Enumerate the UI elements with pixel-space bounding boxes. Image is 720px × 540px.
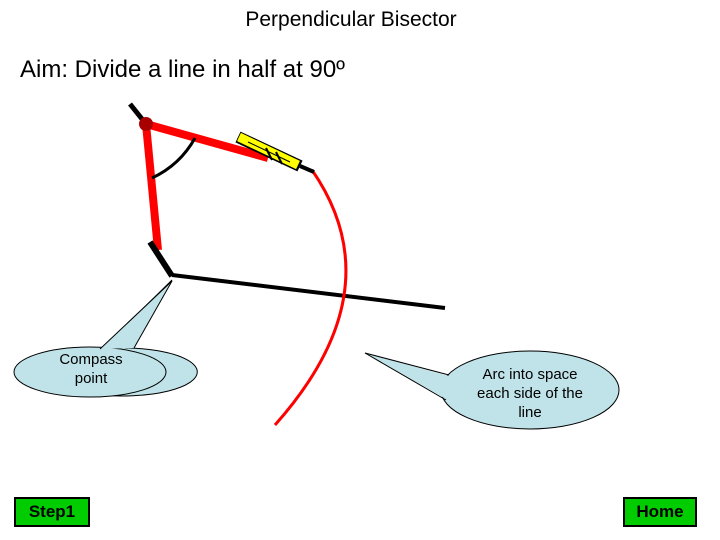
arc-callout-tail: [365, 353, 449, 399]
line-segment: [171, 273, 446, 310]
home-button[interactable]: Home: [623, 497, 697, 527]
aim-text: Aim: Divide a line in half at 90º: [20, 56, 345, 83]
arc-label: Arc into space each side of the line: [477, 366, 583, 421]
drawn-arc: [273, 169, 348, 426]
page-title: Perpendicular Bisector: [245, 8, 457, 31]
step1-button[interactable]: Step1: [14, 497, 90, 527]
compass-icon: [128, 102, 270, 278]
compass-point-label: Compass point: [59, 351, 123, 387]
pencil-icon: [235, 131, 315, 174]
compass-point-callout: [13, 346, 167, 398]
